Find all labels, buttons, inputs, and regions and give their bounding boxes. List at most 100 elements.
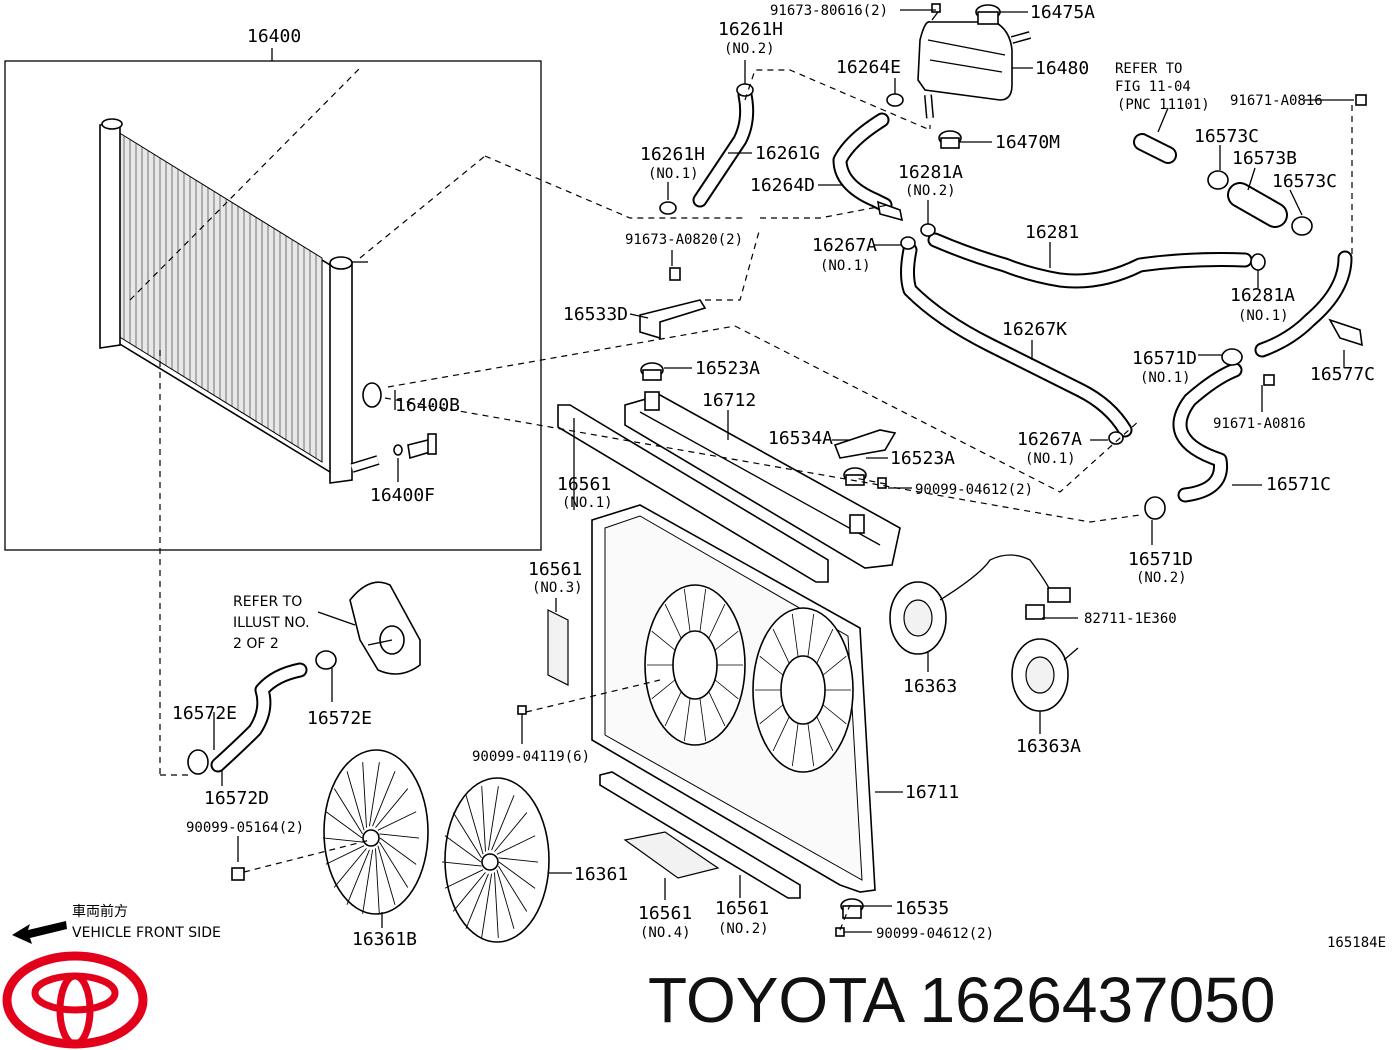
bracket-16533D[interactable]: [639, 299, 707, 340]
radiator-group-frame: [4, 60, 542, 551]
label-16400F[interactable]: 16400F: [370, 485, 435, 506]
label-16400B[interactable]: 16400B: [395, 395, 460, 416]
thermostat-housing[interactable]: [349, 581, 421, 675]
label-16523A-upper[interactable]: 16523A: [695, 358, 760, 379]
label-16361B[interactable]: 16361B: [352, 929, 417, 950]
label-16281A-no2-qualifier: (NO.2): [905, 183, 956, 199]
label-90099-05164[interactable]: 90099-05164(2): [186, 820, 304, 836]
support-16712[interactable]: [624, 391, 901, 569]
label-16361[interactable]: 16361: [574, 864, 628, 885]
label-91673-A0820[interactable]: 91673-A0820(2): [625, 232, 743, 248]
label-16400[interactable]: 16400: [247, 26, 301, 47]
note-refer-fig-line1: REFER TO: [1115, 61, 1182, 77]
label-16577C[interactable]: 16577C: [1310, 364, 1375, 385]
label-90099-04612-upper[interactable]: 90099-04612(2): [915, 482, 1033, 498]
brand-part-number: TOYOTA 1626437050: [648, 964, 1275, 1036]
hose-16264D[interactable]: [832, 112, 893, 213]
label-16711[interactable]: 16711: [905, 782, 959, 803]
pipe-fig-11-04[interactable]: [1133, 133, 1177, 164]
label-16572E-left[interactable]: 16572E: [172, 703, 237, 724]
seal-16561-no1[interactable]: [557, 404, 829, 583]
label-16573C-a[interactable]: 16573C: [1194, 126, 1259, 147]
wire-harness-82711-1E360[interactable]: [1025, 604, 1045, 620]
label-16363A[interactable]: 16363A: [1016, 736, 1081, 757]
radiator-group: [4, 48, 736, 775]
fan-16361[interactable]: [441, 777, 550, 943]
label-16573B[interactable]: 16573B: [1232, 148, 1297, 169]
label-16363[interactable]: 16363: [903, 676, 957, 697]
note-refer-illust-line1: REFER TO: [233, 594, 302, 610]
hose-16267K[interactable]: [900, 242, 1133, 438]
label-16572D[interactable]: 16572D: [204, 788, 269, 809]
hose-16261G[interactable]: [692, 87, 755, 208]
label-16561-no2-qualifier: (NO.2): [718, 921, 769, 937]
part-labels: 16400 16400B 16400F 16475A 16480 16470M …: [172, 2, 1386, 951]
label-91673-80616[interactable]: 91673-80616(2): [770, 3, 888, 19]
note-refer-fig-line3: (PNC 11101): [1117, 97, 1210, 113]
label-16573C-b[interactable]: 16573C: [1272, 171, 1337, 192]
grommet-16523A-top[interactable]: [640, 362, 664, 381]
arrow-left-icon: [12, 921, 67, 944]
label-16267A-lower[interactable]: 16267A: [1017, 429, 1082, 450]
label-16561-no4[interactable]: 16561: [638, 903, 692, 924]
label-16261H-no2-qualifier: (NO.2): [724, 41, 775, 57]
label-16475A[interactable]: 16475A: [1030, 2, 1095, 23]
label-16470M[interactable]: 16470M: [995, 132, 1060, 153]
label-82711-1E360[interactable]: 82711-1E360: [1084, 611, 1177, 627]
label-16561-no1-qualifier: (NO.1): [562, 495, 613, 511]
label-16561-no1[interactable]: 16561: [557, 474, 611, 495]
label-16571C[interactable]: 16571C: [1266, 474, 1331, 495]
label-16480[interactable]: 16480: [1035, 58, 1089, 79]
radiator-assembly[interactable]: [99, 118, 382, 484]
hose-16571C[interactable]: [1172, 362, 1243, 503]
fan-shroud-16711[interactable]: [591, 504, 876, 893]
label-16281A-no1[interactable]: 16281A: [1230, 285, 1295, 306]
label-90099-04119[interactable]: 90099-04119(6): [472, 749, 590, 765]
hose-16573B[interactable]: [1227, 182, 1288, 228]
label-16264E[interactable]: 16264E: [836, 57, 901, 78]
label-16267K[interactable]: 16267K: [1002, 319, 1067, 340]
label-16571D-no2[interactable]: 16571D: [1128, 549, 1193, 570]
hose-16281[interactable]: [927, 232, 1253, 289]
hose-16577C[interactable]: [1254, 250, 1363, 358]
label-16267A-upper[interactable]: 16267A: [812, 235, 877, 256]
note-refer-illust[interactable]: REFER TO ILLUST NO. 2 OF 2: [233, 594, 310, 652]
seal-16561-no2[interactable]: [599, 771, 801, 899]
label-16572E-right[interactable]: 16572E: [307, 708, 372, 729]
seal-16561-no3[interactable]: [547, 609, 569, 686]
label-16261H-no1[interactable]: 16261H: [640, 144, 705, 165]
label-16712[interactable]: 16712: [702, 390, 756, 411]
reservoir-cap-16470M[interactable]: [938, 130, 962, 149]
label-16533D[interactable]: 16533D: [563, 304, 628, 325]
label-16281[interactable]: 16281: [1025, 222, 1079, 243]
label-16523A-middle[interactable]: 16523A: [890, 448, 955, 469]
label-16561-no3[interactable]: 16561: [528, 559, 582, 580]
label-16534A[interactable]: 16534A: [768, 428, 833, 449]
label-figure-code: 165184E: [1327, 935, 1386, 951]
label-16281A-no1-qualifier: (NO.1): [1238, 308, 1289, 324]
note-refer-fig[interactable]: REFER TO FIG 11-04 (PNC 11101): [1115, 61, 1210, 113]
reservoir-tank[interactable]: [917, 3, 1032, 119]
bolt-91673-80616[interactable]: [931, 3, 941, 13]
label-16281A-no2[interactable]: 16281A: [898, 162, 963, 183]
fan-16361B[interactable]: [322, 749, 429, 915]
seal-16561-no4[interactable]: [623, 831, 720, 879]
label-16264D[interactable]: 16264D: [750, 175, 815, 196]
label-16261H-no2[interactable]: 16261H: [718, 19, 783, 40]
grommet-16535[interactable]: [840, 898, 864, 919]
fan-motor-16363A[interactable]: [1011, 638, 1079, 712]
label-16561-no3-qualifier: (NO.3): [532, 580, 583, 596]
label-91671-A0816-middle[interactable]: 91671-A0816: [1213, 416, 1306, 432]
label-16571D-no1[interactable]: 16571D: [1132, 348, 1197, 369]
fitting-16281A[interactable]: [876, 200, 904, 222]
fan-motor-16363[interactable]: [889, 554, 1071, 655]
label-90099-04612-lower[interactable]: 90099-04612(2): [876, 926, 994, 942]
bracket-16534A[interactable]: [833, 429, 897, 459]
dashed-guides: [160, 69, 1353, 931]
label-16535[interactable]: 16535: [895, 898, 949, 919]
drain-cock-16400F[interactable]: [393, 433, 437, 460]
label-91671-A0816-upper[interactable]: 91671-A0816: [1230, 93, 1323, 109]
hose-16572D[interactable]: [210, 662, 308, 773]
label-16261G[interactable]: 16261G: [755, 143, 820, 164]
label-16561-no2[interactable]: 16561: [715, 898, 769, 919]
